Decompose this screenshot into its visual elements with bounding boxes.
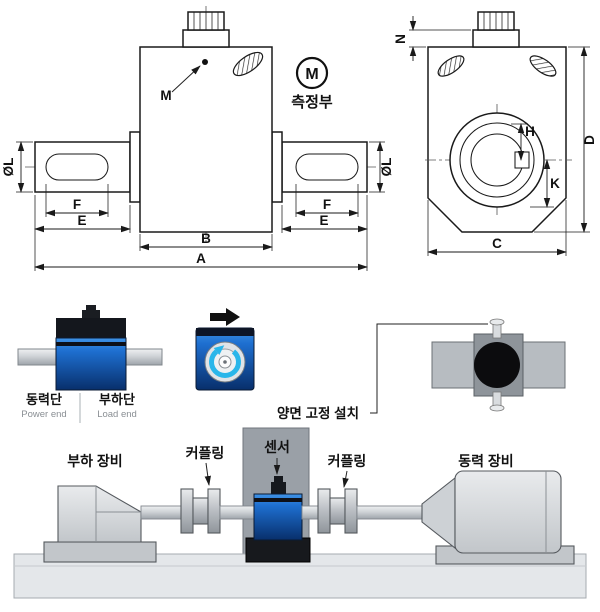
svg-text:E: E <box>77 213 86 228</box>
power-equipment-graphic <box>421 470 575 565</box>
power-end-en: Power end <box>21 409 66 420</box>
dim-n: N <box>393 16 471 61</box>
svg-text:C: C <box>492 236 502 251</box>
front-view: M M 측정부 ØL ØL F E F <box>1 6 394 271</box>
thread-leader-line <box>171 65 201 93</box>
coupling-left-label: 커플링 <box>186 445 225 461</box>
rotation-arrow <box>209 349 241 378</box>
thread-point <box>202 59 208 65</box>
sensor-body <box>139 46 273 233</box>
dim-d: D <box>534 46 597 233</box>
badge-circle <box>295 56 329 90</box>
dim-k: K <box>530 159 560 208</box>
mounted-sensor-circle <box>474 342 520 388</box>
svg-text:F: F <box>323 197 331 212</box>
svg-text:A: A <box>196 251 206 266</box>
right-keyway <box>295 153 359 181</box>
load-end-ko: 부하단 <box>99 392 135 407</box>
dim-e-right: E <box>281 195 368 271</box>
side-view: N D H K C <box>393 11 597 256</box>
direction-arrow-icon <box>210 308 240 326</box>
thread-hole-hatched <box>232 51 264 77</box>
svg-text:K: K <box>550 176 560 191</box>
load-equipment-label: 부하 장비 <box>67 453 122 469</box>
badge-letter: M <box>305 66 318 83</box>
svg-text:ØL: ØL <box>379 158 394 177</box>
left-collar <box>129 131 141 203</box>
dim-h: H <box>511 123 535 161</box>
rotation-illustration <box>195 308 255 391</box>
sensor-connector <box>271 482 286 494</box>
shaft-segment <box>301 505 319 520</box>
sensor-base-block <box>245 537 311 563</box>
side-hole-right-hatched <box>529 55 557 77</box>
sensor-graphic <box>245 476 311 563</box>
dim-f-right: F <box>295 184 359 217</box>
sensor-label: 센서 <box>264 439 290 455</box>
orientation-illustration: 동력단 Power end 부하단 Load end <box>17 305 163 423</box>
orientation-top-block <box>56 318 126 338</box>
coupling-left-graphic <box>180 488 255 534</box>
svg-text:E: E <box>319 213 328 228</box>
svg-text:D: D <box>582 135 597 145</box>
dim-c: C <box>427 200 567 256</box>
dim-dia-right: ØL <box>369 141 394 193</box>
orientation-connector <box>82 310 100 319</box>
dim-b: B <box>139 231 273 251</box>
thread-label: M <box>160 88 171 103</box>
svg-text:B: B <box>201 231 211 246</box>
coupling-right-graphic <box>317 488 423 534</box>
badge-caption: 측정부 <box>291 93 333 111</box>
svg-text:H: H <box>525 124 535 139</box>
coupling-right-arrow <box>342 470 349 488</box>
load-end-en: Load end <box>97 409 137 420</box>
svg-text:N: N <box>393 34 408 44</box>
power-equipment-label: 동력 장비 <box>458 453 513 469</box>
dim-e-left: E <box>34 195 131 271</box>
side-hole-left-hatched <box>437 55 465 77</box>
svg-text:F: F <box>73 197 81 212</box>
coupling-right-label: 커플링 <box>328 453 367 469</box>
installation-diagram: 부하 장비 커플링 센서 커플링 동력 장비 <box>13 427 587 599</box>
measurement-badge: M 측정부 <box>291 56 333 111</box>
load-equipment-graphic <box>43 485 157 563</box>
coupling-left-arrow <box>204 462 211 486</box>
rotation-arrowhead <box>213 345 225 355</box>
connector-boss <box>182 11 230 48</box>
left-keyway <box>45 153 109 181</box>
svg-text:ØL: ØL <box>1 158 16 177</box>
right-collar <box>271 131 283 203</box>
power-end-ko: 동력단 <box>26 392 62 407</box>
dim-a: A <box>34 251 368 271</box>
bore-keyway <box>514 151 530 169</box>
mounting-illustration: 양면 고정 설치 <box>277 318 566 421</box>
mounting-label: 양면 고정 설치 <box>277 405 359 421</box>
shaft-segment <box>140 505 182 520</box>
orientation-sensor-body <box>55 337 127 391</box>
dim-dia-left: ØL <box>1 141 33 193</box>
side-connector-boss <box>472 11 520 48</box>
dim-f-left: F <box>45 184 109 217</box>
mounting-leader-line <box>370 323 488 414</box>
